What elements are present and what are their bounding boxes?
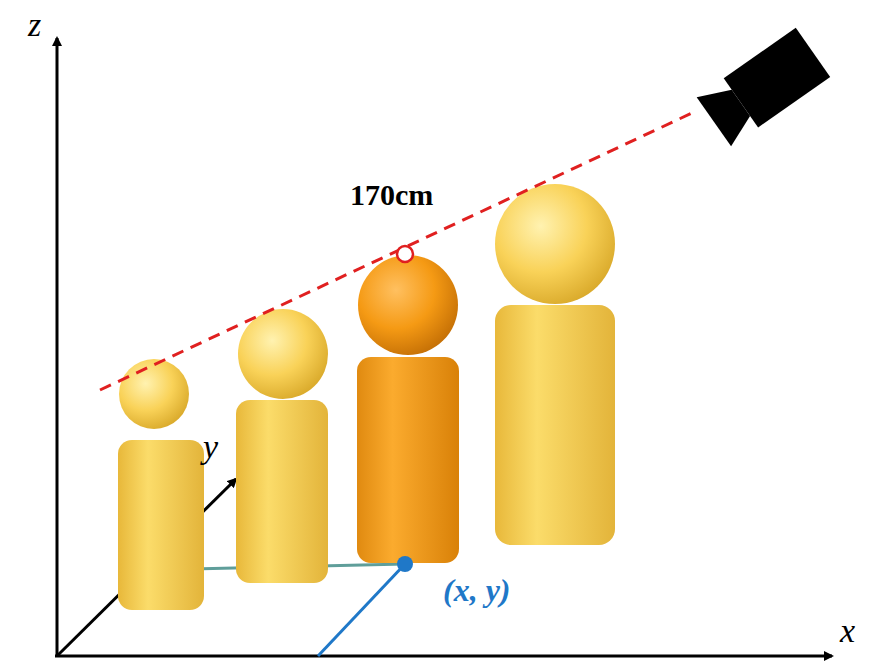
z-axis [56, 38, 59, 656]
person-figure [357, 255, 459, 563]
head-point [397, 246, 413, 262]
sight-line [100, 113, 692, 390]
person-figure [118, 359, 204, 610]
axis-label: z [28, 8, 41, 42]
person-figure [236, 309, 328, 583]
x-axis [55, 655, 832, 658]
axis-label: y [203, 430, 218, 464]
ground-line [318, 564, 405, 656]
person-figure [495, 184, 615, 545]
height-label: 170cm [350, 180, 433, 210]
position-label: (x, y) [443, 574, 511, 606]
camera-symbol [697, 28, 831, 147]
axis-label: x [840, 614, 855, 648]
position-dot [397, 556, 413, 572]
